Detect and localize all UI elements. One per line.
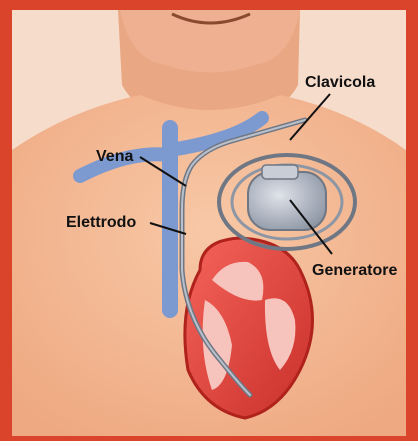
label-clavicola: Clavicola	[305, 74, 375, 92]
generatore-header	[262, 165, 298, 179]
label-generatore: Generatore	[312, 262, 397, 280]
label-vena: Vena	[96, 148, 133, 166]
generatore-device	[248, 172, 326, 230]
label-elettrodo: Elettrodo	[66, 214, 136, 232]
